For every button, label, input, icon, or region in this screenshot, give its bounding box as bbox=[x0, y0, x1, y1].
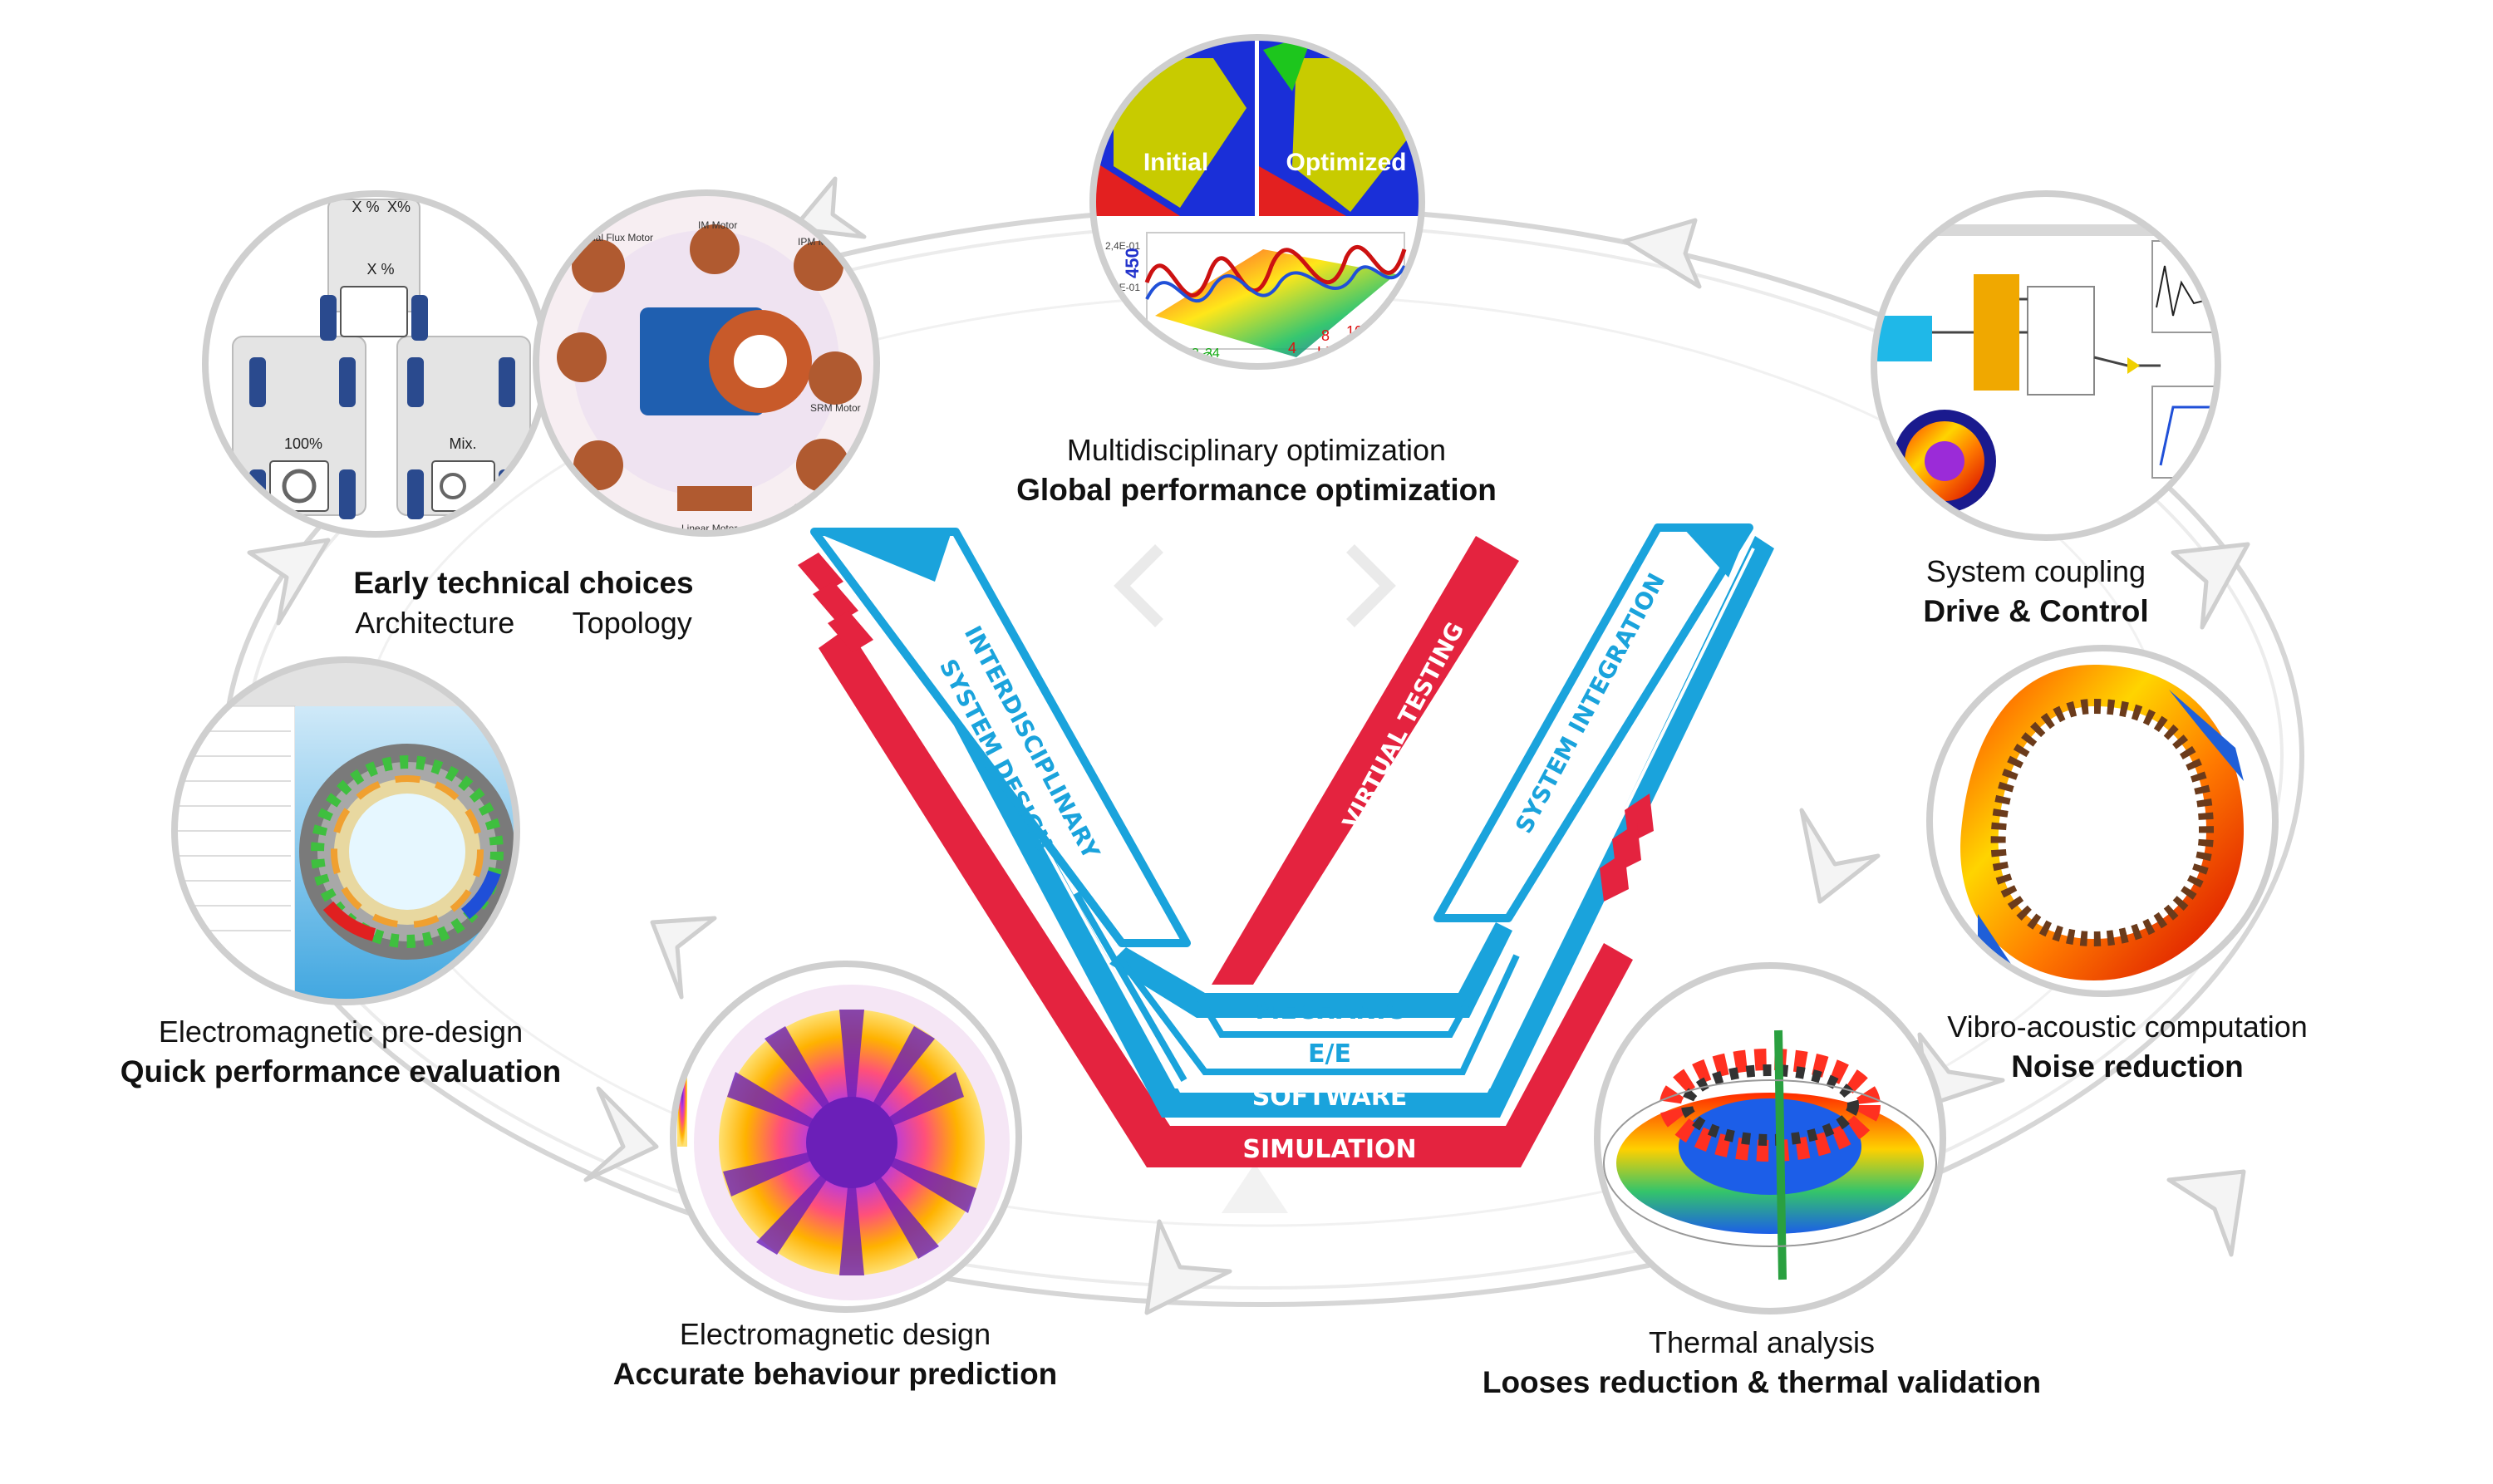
caption-multidisciplinary-line1: Multidisciplinary optimization bbox=[1066, 433, 1447, 467]
arch-left: 100% bbox=[284, 435, 322, 452]
caption-em-design-line1: Electromagnetic design bbox=[679, 1317, 991, 1351]
cycle-arrow-icon bbox=[247, 538, 331, 626]
caption-em-design-line2: Accurate behaviour prediction bbox=[612, 1357, 1058, 1391]
thumb-topology: Axial Flux Motor IM Motor IPM Motor SRM … bbox=[533, 189, 880, 537]
caption-em-predesign-line1: Electromagnetic pre-design bbox=[158, 1015, 524, 1049]
caption-early-line1: Early technical choices bbox=[353, 566, 694, 600]
caption-system-coupling-line1: System coupling bbox=[1925, 554, 2146, 588]
caption-multidisciplinary-line2: Global performance optimization bbox=[1016, 473, 1497, 507]
arch-top-right: X% bbox=[387, 199, 411, 215]
v-red-outer-band bbox=[819, 627, 1633, 1167]
caption-thermal-line2: Looses reduction & thermal validation bbox=[1482, 1365, 2042, 1399]
opt-axis-z: Torque (N.m) bbox=[1088, 264, 1101, 332]
caption-early-topology: Topology bbox=[572, 606, 692, 640]
arch-top-left: X % bbox=[352, 199, 379, 215]
thumb-architecture: X % X% X % 100% Mix. bbox=[202, 190, 549, 538]
level-simulation: SIMULATION bbox=[1242, 1135, 1416, 1164]
opt-z-ticks: 2,4E-01 bbox=[1105, 240, 1140, 252]
level-mechanic: MECHANIC bbox=[1256, 996, 1404, 1025]
opt-x-tick: 8 bbox=[1321, 327, 1330, 344]
thumb-em-design bbox=[670, 961, 1022, 1313]
caption-early-technical: Early technical choices Architecture Top… bbox=[316, 563, 731, 643]
opt-optimized-label: Optimized bbox=[1286, 149, 1406, 176]
thumb-vibro bbox=[1926, 645, 2279, 997]
opt-z-ticks: 1,6E-01 bbox=[1105, 327, 1140, 339]
cycle-arrow-icon bbox=[791, 176, 867, 239]
level-ee: E/E bbox=[1308, 1039, 1351, 1069]
thumb-em-predesign bbox=[171, 656, 520, 1005]
caption-multidisciplinary: Multidisciplinary optimization Global pe… bbox=[1007, 430, 1506, 510]
opt-value-label: 450 bbox=[1122, 248, 1143, 278]
cycle-arrow-icons bbox=[247, 176, 2250, 1315]
caption-vibro-line2: Noise reduction bbox=[2011, 1049, 2244, 1084]
caption-vibro-line1: Vibro-acoustic computation bbox=[1947, 1010, 2308, 1044]
caption-system-coupling: System coupling Drive & Control bbox=[1870, 552, 2202, 631]
caption-system-coupling-line2: Drive & Control bbox=[1923, 594, 2149, 628]
thumb-optimization: Initial Optimized 2,4E-01 2,0E-01 1,6E-0… bbox=[1088, 34, 1425, 381]
topo-label-srm: SRM Motor bbox=[810, 402, 861, 414]
level-software: SOFTWARE bbox=[1252, 1083, 1408, 1112]
cycle-arrow-icon bbox=[1144, 1219, 1232, 1315]
caption-early-architecture: Architecture bbox=[355, 606, 515, 640]
arch-right: Mix. bbox=[450, 435, 477, 452]
opt-axis-x: Time (s) bbox=[1305, 367, 1350, 381]
topo-label-im: IM Motor bbox=[698, 219, 737, 231]
virtual-testing-label: VIRTUAL TESTING bbox=[1337, 617, 1469, 833]
caption-vibro: Vibro-acoustic computation Noise reducti… bbox=[1878, 1007, 2377, 1087]
thumb-thermal bbox=[1594, 962, 1946, 1314]
caption-thermal: Thermal analysis Looses reduction & ther… bbox=[1463, 1323, 2061, 1403]
thumb-system-coupling bbox=[1871, 190, 2221, 541]
caption-thermal-line1: Thermal analysis bbox=[1648, 1325, 1876, 1359]
caption-em-predesign: Electromagnetic pre-design Quick perform… bbox=[91, 1012, 590, 1092]
arch-center: X % bbox=[366, 261, 394, 278]
cycle-arrow-icon bbox=[583, 1086, 659, 1182]
cycle-arrow-icon bbox=[2171, 542, 2250, 630]
cycle-arrow-icon bbox=[1622, 218, 1702, 289]
cycle-arrow-icon bbox=[650, 916, 717, 1000]
topo-label-axial: Axial Flux Motor bbox=[582, 232, 653, 243]
v-model: INTERDISCIPLINARY SYSTEM DESIGN VIRTUAL … bbox=[798, 523, 1774, 1213]
caption-em-design: Electromagnetic design Accurate behaviou… bbox=[586, 1314, 1084, 1394]
virtual-testing-band bbox=[1212, 536, 1519, 985]
opt-initial-label: Initial bbox=[1143, 149, 1208, 176]
caption-em-predesign-line2: Quick performance evaluation bbox=[120, 1054, 562, 1088]
cycle-arrow-icon bbox=[1799, 808, 1881, 904]
opt-x-tick: 4 bbox=[1288, 340, 1296, 356]
caption-early-line2: Architecture Topology bbox=[316, 603, 731, 643]
cycle-arrow-icon bbox=[2166, 1169, 2246, 1257]
